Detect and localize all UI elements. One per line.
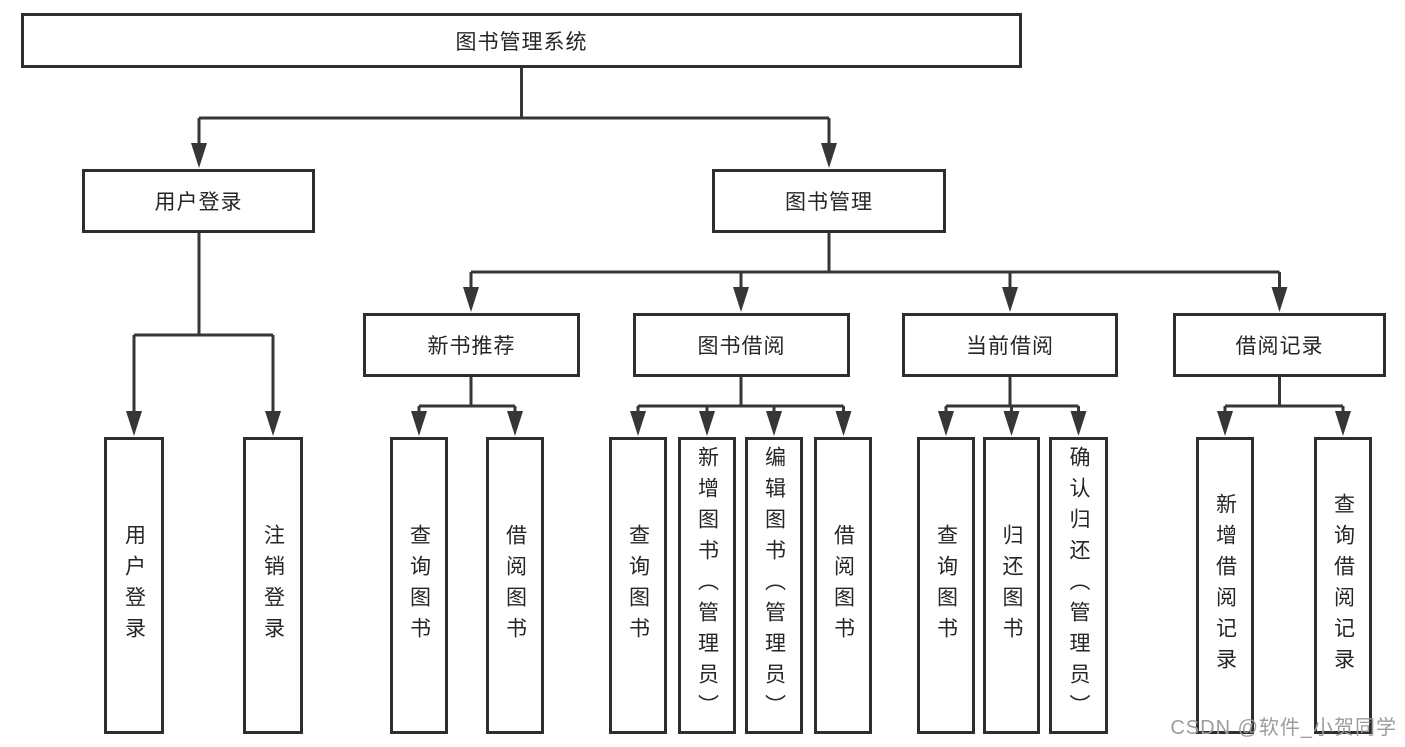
node-borrow-records-label: 借阅记录 (1235, 335, 1324, 358)
node-current-borrow: 当前借阅 (902, 313, 1118, 377)
leaf-add-borrow-record: 新增借阅记录 (1196, 437, 1254, 734)
leaf-borrow-books-label: 借阅图书 (831, 523, 855, 648)
leaf-query-borrow-record: 查询借阅记录 (1314, 437, 1372, 734)
leaf-add-books-admin: 新增图书（管理员） (678, 437, 736, 734)
leaf-query-books-current-label: 查询图书 (934, 523, 958, 648)
leaf-user-login: 用户登录 (104, 437, 164, 734)
node-book-management: 图书管理 (712, 169, 946, 233)
node-root: 图书管理系统 (21, 13, 1022, 68)
leaf-borrow-books: 借阅图书 (814, 437, 872, 734)
leaf-borrow-books-recommend: 借阅图书 (486, 437, 544, 734)
leaf-edit-books-admin-label: 编辑图书（管理员） (762, 446, 786, 725)
node-book-borrow: 图书借阅 (633, 313, 850, 377)
node-new-book-recommend: 新书推荐 (363, 313, 580, 377)
leaf-confirm-return-admin: 确认归还（管理员） (1049, 437, 1108, 734)
node-user-login-label: 用户登录 (154, 191, 243, 214)
leaf-borrow-books-recommend-label: 借阅图书 (503, 523, 527, 648)
leaf-edit-books-admin: 编辑图书（管理员） (745, 437, 803, 734)
leaf-add-borrow-record-label: 新增借阅记录 (1213, 492, 1237, 679)
node-borrow-records: 借阅记录 (1173, 313, 1386, 377)
leaf-user-login-label: 用户登录 (122, 523, 146, 648)
leaf-query-books-current: 查询图书 (917, 437, 975, 734)
leaf-query-borrow-record-label: 查询借阅记录 (1331, 492, 1355, 679)
leaf-query-books-recommend-label: 查询图书 (407, 523, 431, 648)
leaf-logout-label: 注销登录 (261, 523, 285, 648)
leaf-query-books-borrow: 查询图书 (609, 437, 667, 734)
node-root-label: 图书管理系统 (455, 30, 588, 54)
node-book-management-label: 图书管理 (785, 191, 873, 214)
node-current-borrow-label: 当前借阅 (966, 335, 1054, 358)
leaf-return-books: 归还图书 (983, 437, 1040, 734)
node-user-login: 用户登录 (82, 169, 315, 233)
leaf-query-books-borrow-label: 查询图书 (626, 523, 650, 648)
node-new-book-recommend-label: 新书推荐 (427, 335, 516, 358)
leaf-return-books-label: 归还图书 (1000, 523, 1023, 648)
leaf-confirm-return-admin-label: 确认归还（管理员） (1067, 446, 1090, 725)
leaf-add-books-admin-label: 新增图书（管理员） (695, 446, 719, 725)
watermark: CSDN @软件_小贺同学 (1170, 717, 1397, 739)
leaf-logout: 注销登录 (243, 437, 303, 734)
node-book-borrow-label: 图书借阅 (697, 335, 786, 358)
leaf-query-books-recommend: 查询图书 (390, 437, 448, 734)
